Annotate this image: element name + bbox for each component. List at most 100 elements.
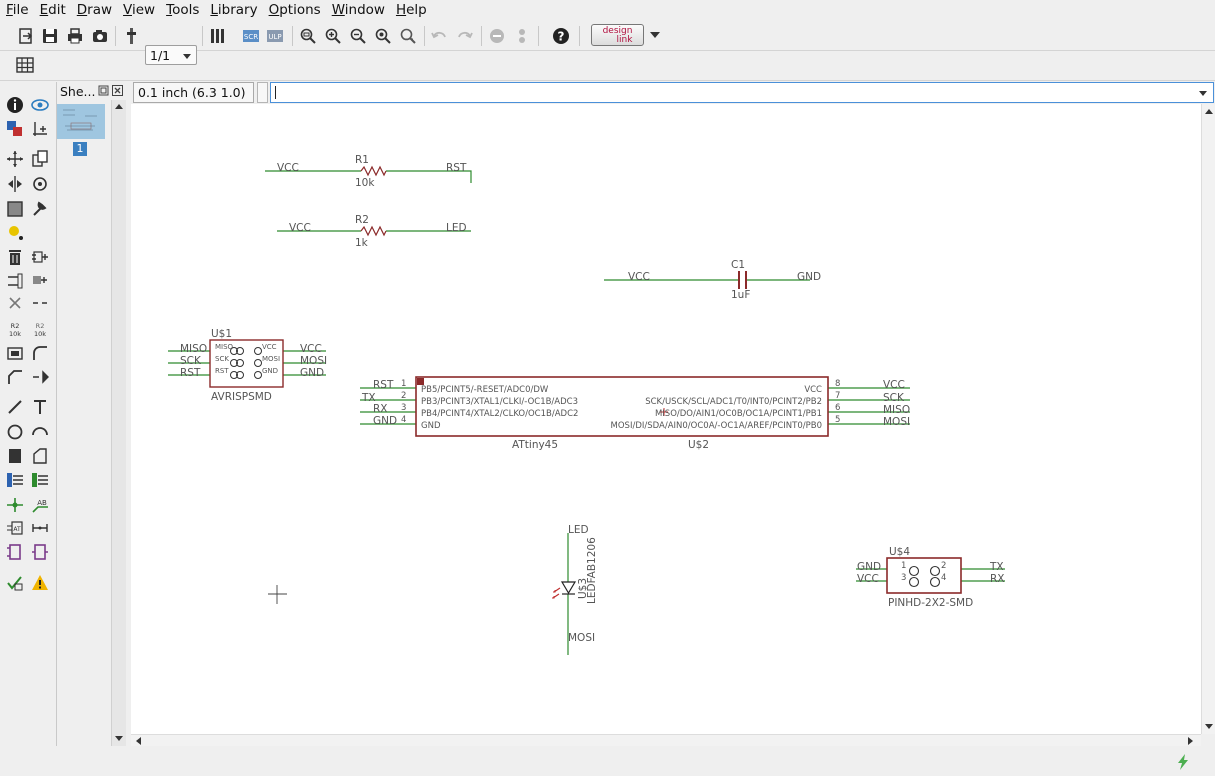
paste-icon[interactable] xyxy=(6,223,24,241)
save-icon[interactable] xyxy=(40,26,60,46)
scroll-down-icon[interactable] xyxy=(1205,724,1213,729)
miter-icon[interactable] xyxy=(31,344,49,362)
canvas-horizontal-scrollbar[interactable] xyxy=(131,734,1201,747)
menu-window[interactable]: Window xyxy=(331,2,385,18)
c1-body[interactable] xyxy=(738,271,747,289)
net-icon[interactable] xyxy=(31,471,49,489)
menu-library[interactable]: Library xyxy=(210,2,258,18)
gateswap-icon[interactable] xyxy=(6,294,24,312)
mark-icon[interactable] xyxy=(31,120,49,138)
help-icon[interactable]: ? xyxy=(551,26,571,46)
lightning-icon[interactable] xyxy=(1175,753,1191,775)
sheet-thumbnail[interactable] xyxy=(57,104,105,139)
rect-icon[interactable] xyxy=(6,447,24,465)
cam-icon[interactable] xyxy=(90,26,110,46)
print-icon[interactable] xyxy=(65,26,85,46)
delete-icon[interactable] xyxy=(6,248,24,266)
mirror-icon[interactable] xyxy=(6,175,24,193)
scroll-down-icon[interactable] xyxy=(115,736,123,741)
move-icon[interactable] xyxy=(6,150,24,168)
erc-icon[interactable] xyxy=(6,574,24,592)
text-icon[interactable] xyxy=(31,398,49,416)
script-icon[interactable]: SCR xyxy=(241,26,261,46)
sheet-select-value: 1/1 xyxy=(150,48,171,63)
warning-icon[interactable] xyxy=(31,574,49,592)
pin-number: 2 xyxy=(941,561,946,571)
sheets-scrollbar[interactable] xyxy=(111,100,126,746)
scroll-up-icon[interactable] xyxy=(1205,109,1213,114)
menu-help[interactable]: Help xyxy=(395,2,427,18)
copy-icon[interactable] xyxy=(31,150,49,168)
menu-options[interactable]: Options xyxy=(268,2,321,18)
command-history-button[interactable] xyxy=(257,82,268,103)
attribute-icon[interactable]: AT xyxy=(6,519,24,537)
zoom-out-icon[interactable] xyxy=(348,26,368,46)
close-panel-icon[interactable] xyxy=(112,85,123,100)
split-icon[interactable] xyxy=(31,294,49,312)
go-icon[interactable] xyxy=(512,26,532,46)
sheet-number-badge[interactable]: 1 xyxy=(73,142,87,156)
info-icon[interactable] xyxy=(6,96,24,114)
module-icon[interactable] xyxy=(31,543,49,561)
polygon-icon[interactable] xyxy=(31,447,49,465)
circle-icon[interactable] xyxy=(6,423,24,441)
design-link-button[interactable]: design link xyxy=(591,24,644,46)
pin-number: 2 xyxy=(401,391,406,401)
layer-settings-icon[interactable] xyxy=(208,26,228,46)
rotate-icon[interactable] xyxy=(31,175,49,193)
wire-icon[interactable] xyxy=(6,398,24,416)
scroll-up-icon[interactable] xyxy=(115,104,123,109)
invoke-icon[interactable] xyxy=(31,368,49,386)
canvas-vertical-scrollbar[interactable] xyxy=(1201,104,1215,734)
pinswap-icon[interactable] xyxy=(6,272,24,290)
scroll-right-icon[interactable] xyxy=(1188,737,1193,745)
label-icon[interactable]: AB xyxy=(31,496,49,514)
pin-number: 4 xyxy=(401,415,406,425)
schematic-canvas[interactable]: VCC R1 10k RST VCC R2 1k LED VCC C1 1uF … xyxy=(131,104,1201,734)
change-icon[interactable] xyxy=(31,200,49,218)
smash-icon[interactable] xyxy=(6,344,24,362)
junction-icon[interactable] xyxy=(6,496,24,514)
float-panel-icon[interactable] xyxy=(98,85,109,100)
show-icon[interactable] xyxy=(31,96,49,114)
split-wire-icon[interactable] xyxy=(6,368,24,386)
arc-icon[interactable] xyxy=(31,423,49,441)
bus-icon[interactable] xyxy=(6,471,24,489)
command-input[interactable] xyxy=(270,82,1214,103)
r2-body[interactable] xyxy=(360,225,387,237)
menu-edit[interactable]: Edit xyxy=(39,2,66,18)
stop-icon[interactable] xyxy=(487,26,507,46)
frame-icon[interactable] xyxy=(6,543,24,561)
us3-body[interactable] xyxy=(560,581,577,595)
us2-body[interactable] xyxy=(415,376,829,437)
zoom-select-icon[interactable] xyxy=(398,26,418,46)
zoom-redraw-icon[interactable] xyxy=(373,26,393,46)
menu-tools[interactable]: Tools xyxy=(166,2,200,18)
dimension-icon[interactable] xyxy=(31,519,49,537)
ulp-icon[interactable]: ULP xyxy=(265,26,285,46)
sheet-select[interactable]: 1/1 xyxy=(145,45,197,65)
grid-icon[interactable] xyxy=(15,55,35,75)
us4-body[interactable] xyxy=(886,557,962,594)
undo-icon[interactable] xyxy=(429,26,449,46)
us1-body[interactable] xyxy=(209,339,284,388)
use-icon[interactable] xyxy=(121,26,141,46)
redo-icon[interactable] xyxy=(455,26,475,46)
command-dropdown-icon[interactable] xyxy=(1199,91,1207,96)
menu-draw[interactable]: Draw xyxy=(76,2,113,18)
zoom-in-icon[interactable] xyxy=(323,26,343,46)
pin-label: VCC xyxy=(262,343,277,351)
display-icon[interactable] xyxy=(6,120,24,138)
add-icon[interactable] xyxy=(31,248,49,266)
zoom-fit-icon[interactable] xyxy=(298,26,318,46)
menu-file[interactable]: File xyxy=(6,2,29,18)
menu-view[interactable]: View xyxy=(123,2,156,18)
scroll-left-icon[interactable] xyxy=(136,737,141,745)
design-link-dropdown-icon[interactable] xyxy=(650,32,660,38)
replace-icon[interactable] xyxy=(31,272,49,290)
group-icon[interactable] xyxy=(6,200,24,218)
r1-body[interactable] xyxy=(360,165,387,177)
open-board-icon[interactable] xyxy=(16,26,36,46)
